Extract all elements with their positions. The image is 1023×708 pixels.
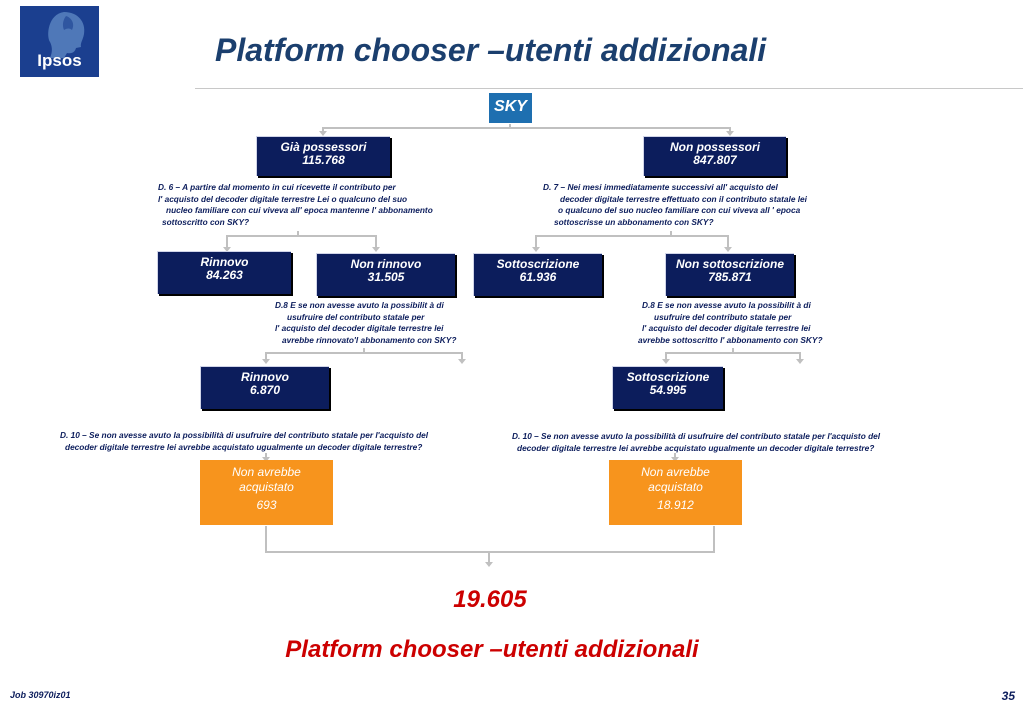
- node-label: Non sottoscrizione: [675, 257, 784, 271]
- question-line: l' acquisto del decoder digitale terrest…: [275, 323, 444, 333]
- question-line: decoder digitale terrestre lei avrebbe a…: [65, 441, 423, 452]
- question-line: sottoscrisse un abbonamento con SKY?: [554, 216, 714, 227]
- question-line: l' acquisto del decoder digitale terrest…: [642, 323, 811, 333]
- node-rinnovo-2: Rinnovo 6.870: [200, 366, 329, 409]
- question-line: D. 6 – A partire dal momento in cui rice…: [158, 182, 396, 192]
- node-non-avrebbe-left: Non avrebbe acquistato 693: [200, 460, 333, 525]
- question-line: D.8 E se non avesse avuto la possibilit …: [642, 300, 811, 310]
- node-label: Sottoscrizione: [626, 370, 710, 384]
- sky-logo: SKY: [489, 93, 532, 123]
- node-label: Non avrebbe: [641, 465, 710, 479]
- node-label: acquistato: [648, 480, 703, 494]
- node-value: 6.870: [249, 383, 281, 397]
- title-divider: [195, 88, 1023, 89]
- question-line: o qualcuno del suo nucleo familiare con …: [558, 205, 801, 215]
- question-line: nucleo familiare con cui viveva all' epo…: [166, 205, 433, 215]
- node-label: Rinnovo: [200, 255, 249, 269]
- bottom-title: Platform chooser –utenti addizionali: [285, 636, 699, 663]
- page-number: 35: [1001, 689, 1015, 703]
- sky-logo-text: SKY: [494, 98, 527, 115]
- node-label: Non possessori: [669, 140, 761, 154]
- node-value: 785.871: [708, 270, 752, 284]
- node-value: 31.505: [367, 270, 405, 284]
- node-value: 84.263: [206, 268, 243, 282]
- question-d10-right: D. 10 – Se non avesse avuto la possibili…: [512, 431, 880, 454]
- node-label: Già possessori: [280, 140, 367, 154]
- node-label: Non rinnovo: [350, 257, 422, 271]
- question-line: avrebbe sottoscritto l' abbonamento con …: [638, 334, 823, 345]
- node-value: 115.768: [302, 153, 345, 167]
- ipsos-logo: Ipsos: [20, 6, 99, 77]
- node-label: Non avrebbe: [232, 465, 301, 479]
- question-line: sottoscritto con SKY?: [162, 216, 250, 227]
- profile-head-icon: [48, 12, 85, 58]
- question-d8-right: D.8 E se non avesse avuto la possibilit …: [638, 300, 823, 346]
- node-non-avrebbe-right: Non avrebbe acquistato 18.912: [609, 460, 742, 525]
- node-label: Rinnovo: [241, 370, 289, 384]
- question-line: decoder digitale terrestre effettuato co…: [560, 193, 807, 204]
- question-d6: D. 6 – A partire dal momento in cui rice…: [158, 182, 433, 228]
- node-non-possessori: Non possessori 847.807: [643, 136, 786, 176]
- question-line: D.8 E se non avesse avuto la possibilit …: [275, 300, 444, 310]
- node-value: 847.807: [693, 153, 737, 167]
- node-non-rinnovo: Non rinnovo 31.505: [316, 253, 455, 296]
- node-value: 54.995: [649, 383, 687, 397]
- question-line: decoder digitale terrestre lei avrebbe a…: [517, 442, 875, 453]
- question-line: D. 7 – Nei mesi immediatamente successiv…: [543, 182, 778, 192]
- question-line: avrebbe rinnovato'l abbonamento con SKY?: [282, 334, 457, 345]
- question-line: D. 10 – Se non avesse avuto la possibili…: [60, 430, 429, 440]
- node-sottoscrizione-2: Sottoscrizione 54.995: [612, 366, 723, 409]
- job-code: Job 30970iz01: [10, 690, 71, 700]
- node-label: acquistato: [239, 480, 294, 494]
- question-d10-left: D. 10 – Se non avesse avuto la possibili…: [60, 430, 428, 453]
- node-sottoscrizione: Sottoscrizione 61.936: [473, 253, 602, 296]
- question-line: l' acquisto del decoder digitale terrest…: [158, 193, 408, 204]
- question-d8-left: D.8 E se non avesse avuto la possibilit …: [275, 300, 456, 346]
- total-value: 19.605: [453, 586, 527, 613]
- node-value: 693: [256, 498, 277, 512]
- page-title: Platform chooser –utenti addizionali: [215, 32, 767, 68]
- question-line: usufruire del contributo statale per: [287, 311, 425, 322]
- question-line: usufruire del contributo statale per: [654, 311, 792, 322]
- node-value: 61.936: [519, 270, 557, 284]
- node-gia-possessori: Già possessori 115.768: [256, 136, 390, 176]
- question-line: D. 10 – Se non avesse avuto la possibili…: [512, 431, 881, 441]
- node-rinnovo: Rinnovo 84.263: [157, 251, 291, 294]
- node-non-sottoscrizione: Non sottoscrizione 785.871: [665, 253, 794, 296]
- node-value: 18.912: [657, 498, 694, 512]
- question-d7: D. 7 – Nei mesi immediatamente successiv…: [543, 182, 807, 228]
- logo-text: Ipsos: [37, 51, 82, 70]
- node-label: Sottoscrizione: [496, 257, 580, 271]
